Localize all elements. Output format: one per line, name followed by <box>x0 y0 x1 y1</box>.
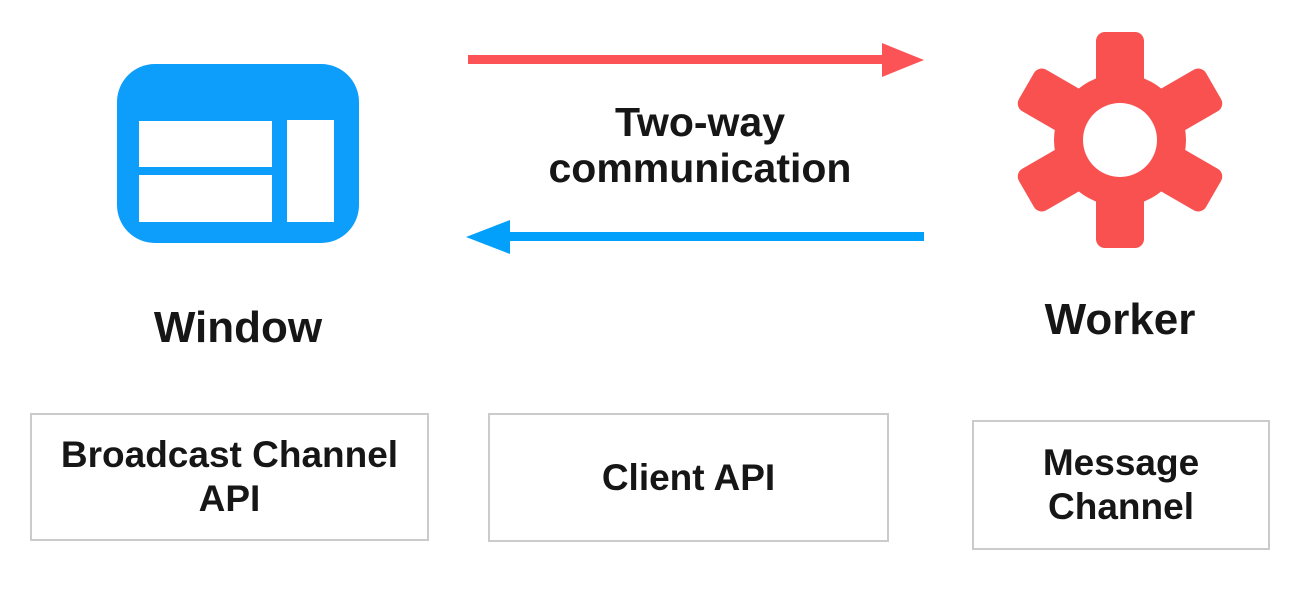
browser-window-icon <box>117 64 359 243</box>
arrow-to-worker <box>468 43 924 77</box>
api-box-message-channel-label: Message Channel <box>1042 442 1200 527</box>
api-box-client-api-label: Client API <box>601 456 776 498</box>
window-node-label: Window <box>153 303 323 352</box>
browser-window-pane-top-left <box>139 121 272 167</box>
browser-window-pane-bottom-left <box>139 175 272 222</box>
arrow-to-window-head <box>466 220 510 254</box>
arrow-to-worker-head <box>882 43 924 77</box>
api-box-client-api: Client API <box>488 413 889 542</box>
api-box-message-channel: Message Channel <box>972 420 1270 550</box>
arrow-to-worker-shaft <box>468 55 884 64</box>
arrow-to-window-shaft <box>508 232 924 241</box>
api-box-broadcast-channel-label: Broadcast Channel API <box>60 434 399 519</box>
communication-label: Two-way communication <box>548 99 852 191</box>
browser-window-pane-right <box>287 120 334 222</box>
arrow-to-window <box>466 220 924 254</box>
gear-icon <box>1017 32 1223 248</box>
worker-node-label: Worker <box>1044 295 1196 344</box>
api-box-broadcast-channel: Broadcast Channel API <box>30 413 429 541</box>
gear-hole <box>1083 103 1157 177</box>
